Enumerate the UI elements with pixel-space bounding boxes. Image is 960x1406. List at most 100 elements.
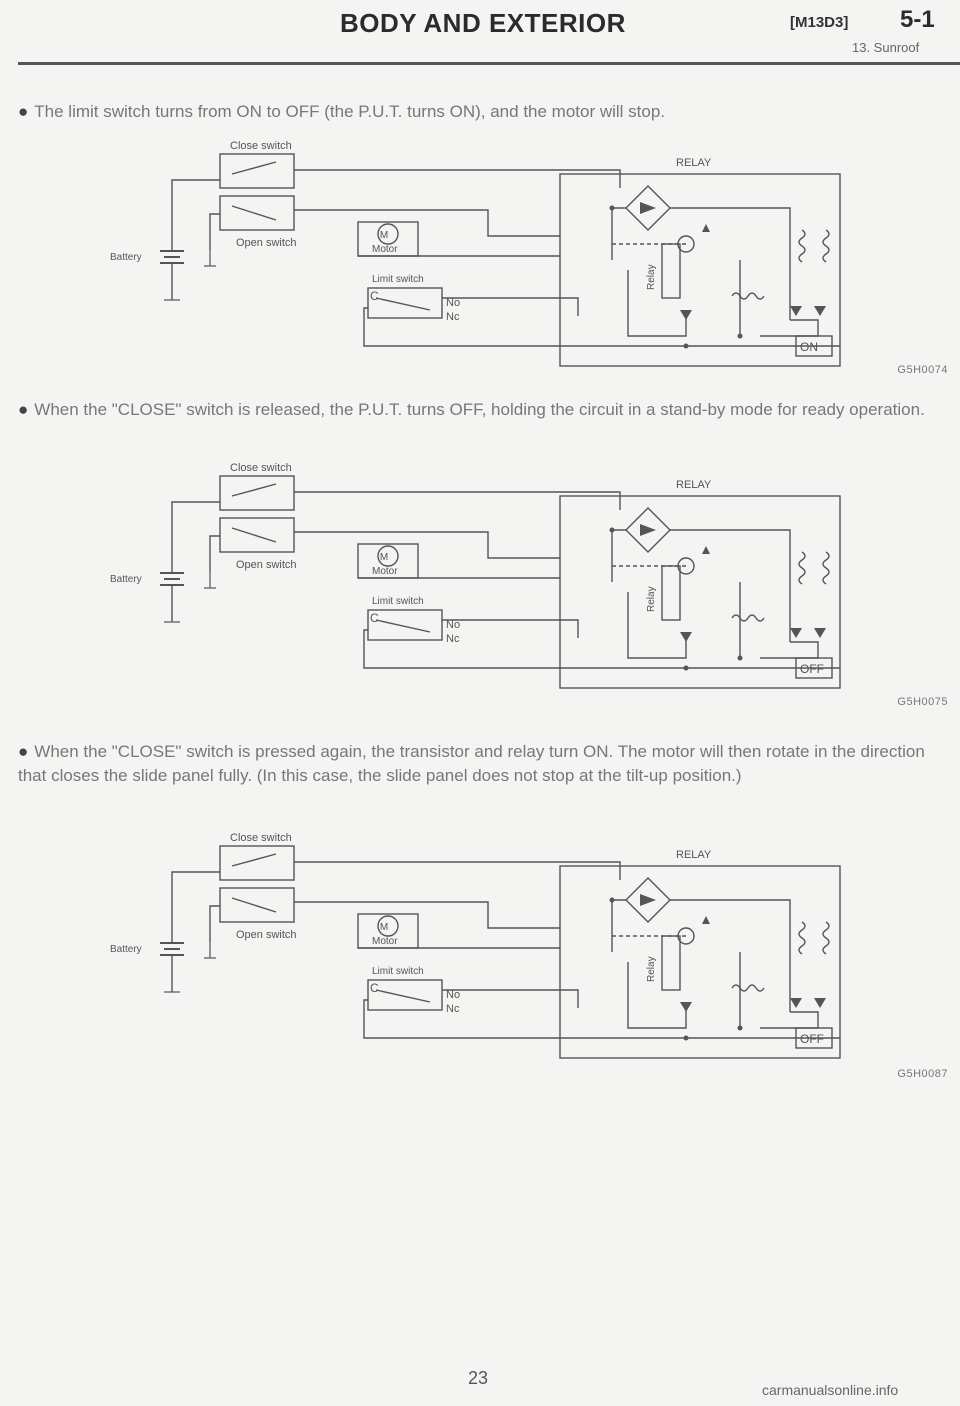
figure-id: G5H0087 — [897, 1068, 948, 1080]
state-label: ON — [800, 340, 818, 354]
junction-dot — [609, 897, 615, 903]
relay-wire-top — [670, 899, 791, 1012]
diagram-2: Close switch Open switch Battery M Motor… — [0, 462, 960, 708]
close-switch-label: Close switch — [230, 140, 292, 152]
state-box — [795, 657, 833, 679]
relay-title: RELAY — [676, 479, 712, 491]
resistor — [731, 984, 765, 992]
relay-wire-top — [670, 207, 791, 320]
section-title: BODY AND EXTERIOR — [340, 8, 626, 38]
relay-coil — [661, 565, 681, 621]
limit-return-wire — [363, 307, 840, 347]
diagram-1: Close switch Open switch Battery M Motor… — [0, 140, 960, 376]
motor-symbol-label: M — [380, 230, 388, 241]
diode-4 — [702, 224, 710, 232]
battery-plate-1 — [160, 572, 184, 574]
relay-title: RELAY — [676, 157, 712, 169]
resistor — [731, 292, 765, 300]
state-label: OFF — [800, 662, 824, 676]
relay-wire-bottom — [760, 641, 819, 659]
junction-dot — [609, 205, 615, 211]
resistor-right-2 — [822, 229, 830, 263]
limit-no-label: No — [446, 619, 460, 631]
battery-wire — [171, 871, 220, 942]
paragraph-text: The limit switch turns from ON to OFF (t… — [34, 102, 666, 121]
open-wire — [294, 531, 560, 559]
rectifier-bridge — [625, 877, 671, 923]
open-switch-contact — [231, 527, 277, 543]
battery-plate-1 — [160, 942, 184, 944]
battery-label: Battery — [110, 252, 142, 263]
close-wire — [294, 491, 621, 510]
limit-switch-box — [367, 609, 443, 641]
motor-label: Motor — [372, 566, 398, 577]
battery-wire-2 — [209, 213, 220, 250]
open-switch-contact — [231, 205, 277, 221]
battery-plate-3 — [160, 262, 184, 264]
battery-plate-2 — [164, 948, 180, 950]
motor-symbol-label: M — [380, 552, 388, 563]
limit-c-label: C — [370, 981, 379, 995]
rectifier-arrow — [640, 894, 656, 906]
open-switch-box — [219, 517, 295, 553]
limit-no-label: No — [446, 989, 460, 1001]
relay-coil-label: Relay — [646, 956, 657, 982]
resistor-right-2 — [822, 551, 830, 585]
battery-wire — [171, 179, 220, 250]
circuit-diagram-svg: Close switch Open switch Battery M Motor… — [110, 462, 841, 689]
limit-switch-label: Limit switch — [372, 596, 424, 607]
page-number: 23 — [468, 1368, 489, 1388]
open-wire — [294, 209, 560, 237]
relay-coil — [661, 243, 681, 299]
close-switch-contact — [231, 853, 277, 867]
bullet-icon: ● — [18, 742, 29, 761]
battery-wire-2 — [209, 535, 220, 572]
figure-id: G5H0075 — [897, 696, 948, 708]
relay-wire-top — [670, 529, 791, 642]
lower-wire — [627, 592, 687, 659]
watermark: carmanualsonline.info — [762, 1382, 899, 1398]
open-switch-contact — [231, 897, 277, 913]
junction-dot — [683, 1035, 689, 1041]
relay-coil — [661, 935, 681, 991]
rectifier-bridge — [625, 507, 671, 553]
rectifier-arrow — [640, 524, 656, 536]
limit-switch-box — [367, 979, 443, 1011]
diode-2 — [790, 998, 802, 1008]
limit-switch-label: Limit switch — [372, 966, 424, 977]
limit-switch-label: Limit switch — [372, 274, 424, 285]
motor-symbol-label: M — [380, 922, 388, 933]
open-switch-label: Open switch — [236, 559, 297, 571]
diode-4 — [702, 546, 710, 554]
open-switch-label: Open switch — [236, 929, 297, 941]
limit-return-wire — [363, 629, 840, 669]
close-switch-label: Close switch — [230, 462, 292, 474]
close-wire — [294, 169, 621, 188]
motor-symbol — [377, 915, 399, 937]
relay-title: RELAY — [676, 849, 712, 861]
resistor-right-2 — [822, 921, 830, 955]
circuit-diagram-svg: Close switch Open switch Battery M Motor… — [110, 832, 841, 1059]
battery-plate-2 — [164, 578, 180, 580]
junction-dot — [683, 343, 689, 349]
lower-wire — [627, 962, 687, 1029]
figure-id: G5H0074 — [897, 364, 948, 376]
battery-wire-2 — [209, 905, 220, 942]
close-switch-contact — [231, 483, 277, 497]
limit-c-label: C — [370, 289, 379, 303]
close-switch-box — [219, 475, 295, 511]
diode-1 — [680, 1002, 692, 1012]
motor-label: Motor — [372, 244, 398, 255]
diode-2 — [790, 306, 802, 316]
diode-3 — [814, 306, 826, 316]
limit-nc-label: Nc — [446, 1003, 460, 1015]
relay-coil-label: Relay — [646, 264, 657, 290]
bullet-icon: ● — [18, 400, 29, 419]
resistor — [731, 614, 765, 622]
circuit-diagram-svg: Close switch Open switch Battery M Motor… — [110, 140, 841, 367]
motor-symbol — [377, 223, 399, 245]
limit-switch-contact — [375, 619, 431, 633]
relay-wire-bottom — [760, 1011, 819, 1029]
motor-symbol — [377, 545, 399, 567]
close-wire — [294, 861, 621, 880]
